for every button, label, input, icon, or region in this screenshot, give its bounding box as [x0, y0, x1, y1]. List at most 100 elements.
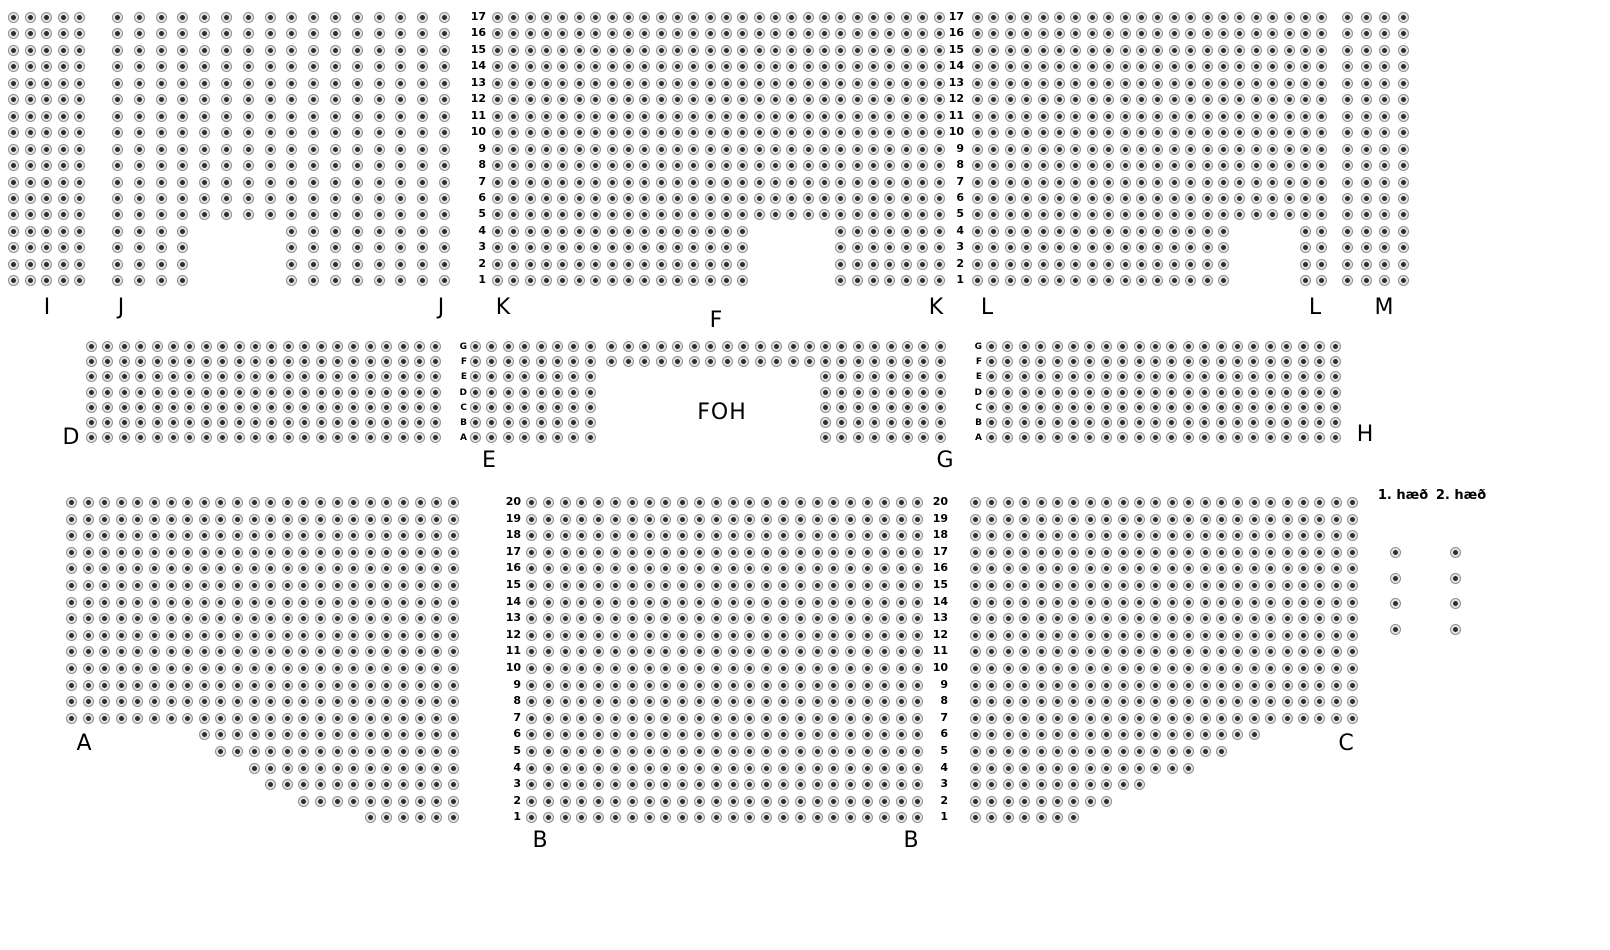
seat[interactable] [364, 356, 376, 368]
seat[interactable] [298, 679, 310, 691]
seat[interactable] [133, 12, 145, 23]
seat[interactable] [1397, 225, 1409, 237]
seat[interactable] [1314, 546, 1326, 558]
seat[interactable] [66, 696, 77, 708]
seat[interactable] [986, 371, 997, 383]
seat[interactable] [868, 28, 879, 40]
seat[interactable] [1103, 110, 1115, 122]
seat[interactable] [1218, 143, 1229, 155]
seat[interactable] [542, 613, 554, 625]
seat[interactable] [82, 629, 94, 641]
seat[interactable] [704, 160, 716, 171]
seat[interactable] [115, 646, 127, 658]
seat[interactable] [573, 77, 585, 89]
seat[interactable] [884, 77, 896, 89]
seat[interactable] [671, 275, 683, 287]
seat[interactable] [177, 12, 189, 23]
seat[interactable] [828, 580, 840, 591]
seat[interactable] [535, 356, 547, 368]
seat[interactable] [447, 795, 459, 807]
seat[interactable] [912, 629, 924, 641]
seat[interactable] [519, 341, 531, 352]
seat[interactable] [1298, 679, 1309, 691]
seat[interactable] [447, 530, 459, 542]
seat[interactable] [281, 580, 293, 591]
seat[interactable] [771, 356, 782, 368]
seat[interactable] [364, 513, 376, 525]
seat[interactable] [1168, 77, 1180, 89]
seat[interactable] [1070, 61, 1082, 73]
seat[interactable] [1360, 242, 1372, 254]
seat[interactable] [519, 401, 531, 413]
seat[interactable] [364, 613, 376, 625]
seat[interactable] [266, 386, 278, 398]
seat[interactable] [1360, 209, 1372, 221]
seat[interactable] [912, 513, 924, 525]
seat[interactable] [972, 160, 983, 171]
seat[interactable] [1021, 77, 1033, 89]
seat[interactable] [786, 77, 798, 89]
seat[interactable] [373, 176, 385, 188]
seat[interactable] [149, 646, 160, 658]
seat[interactable] [492, 127, 503, 139]
seat[interactable] [373, 12, 385, 23]
seat[interactable] [1054, 94, 1065, 106]
seat[interactable] [1379, 143, 1390, 155]
seat[interactable] [132, 712, 144, 724]
seat[interactable] [99, 530, 111, 542]
seat[interactable] [778, 812, 789, 824]
seat[interactable] [414, 746, 426, 757]
seat[interactable] [99, 646, 111, 658]
seat[interactable] [626, 679, 638, 691]
seat[interactable] [626, 646, 638, 658]
seat[interactable] [264, 176, 276, 188]
seat[interactable] [1183, 679, 1195, 691]
seat[interactable] [1342, 110, 1353, 122]
seat[interactable] [606, 176, 618, 188]
seat[interactable] [643, 580, 655, 591]
seat[interactable] [439, 61, 450, 73]
seat[interactable] [778, 712, 789, 724]
seat[interactable] [165, 663, 177, 674]
seat[interactable] [1019, 513, 1031, 525]
seat[interactable] [869, 356, 881, 368]
seat[interactable] [1119, 94, 1131, 106]
seat[interactable] [819, 176, 830, 188]
seat[interactable] [41, 61, 52, 73]
seat[interactable] [884, 209, 896, 221]
seat[interactable] [1119, 127, 1131, 139]
seat[interactable] [1342, 225, 1353, 237]
seat[interactable] [970, 663, 981, 674]
seat[interactable] [576, 746, 588, 757]
seat[interactable] [165, 513, 177, 525]
seat[interactable] [221, 28, 232, 40]
seat[interactable] [66, 646, 77, 658]
seat[interactable] [737, 61, 749, 73]
seat[interactable] [753, 12, 765, 23]
seat[interactable] [884, 176, 896, 188]
seat[interactable] [895, 679, 907, 691]
seat[interactable] [1330, 712, 1342, 724]
seat[interactable] [828, 629, 840, 641]
seat[interactable] [1103, 143, 1115, 155]
seat[interactable] [282, 401, 294, 413]
seat[interactable] [895, 580, 907, 591]
seat[interactable] [1360, 192, 1372, 204]
seat[interactable] [639, 192, 651, 204]
seat[interactable] [573, 258, 585, 270]
seat[interactable] [1297, 417, 1309, 428]
seat[interactable] [364, 580, 376, 591]
seat[interactable] [828, 762, 840, 774]
seat[interactable] [308, 61, 320, 73]
seat[interactable] [1134, 779, 1145, 791]
seat[interactable] [1281, 613, 1293, 625]
seat[interactable] [1086, 61, 1098, 73]
seat[interactable] [918, 341, 930, 352]
seat[interactable] [753, 94, 765, 106]
seat[interactable] [395, 258, 407, 270]
seat[interactable] [492, 61, 503, 73]
seat[interactable] [1004, 12, 1016, 23]
seat[interactable] [315, 613, 326, 625]
seat[interactable] [606, 44, 618, 56]
seat[interactable] [41, 127, 52, 139]
